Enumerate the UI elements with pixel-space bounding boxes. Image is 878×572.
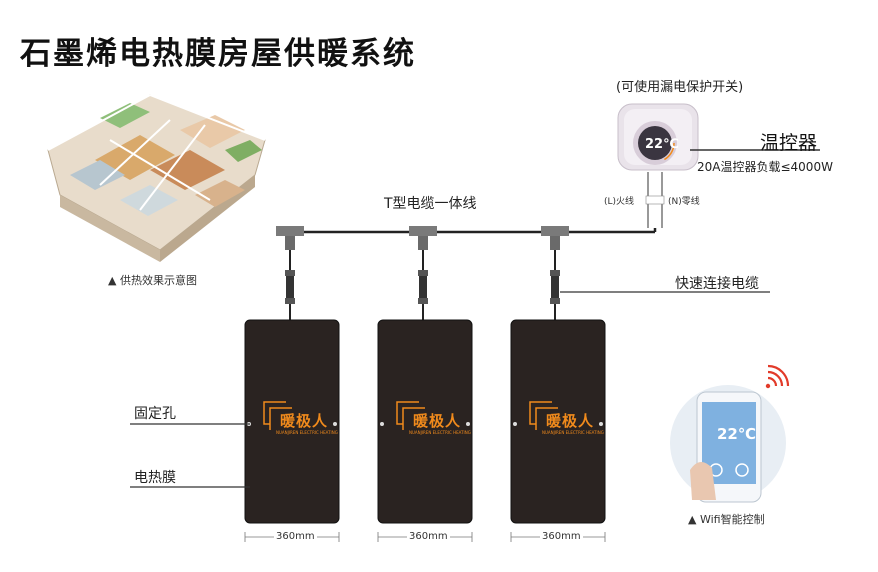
panel-brand-sub: NUANJIREN ELECTRIC HEATING: [542, 430, 604, 435]
neutral-wire-label: (N)零线: [668, 197, 700, 207]
panel-logo-1: 暖极人 NUANJIREN ELECTRIC HEATING: [266, 402, 338, 442]
drop-cables: [285, 250, 560, 320]
heating-panels: [244, 319, 606, 524]
house-illustration: [47, 94, 266, 262]
t-cable-label: T型电缆一体线: [384, 196, 477, 212]
panel-brand-sub: NUANJIREN ELECTRIC HEATING: [409, 430, 471, 435]
panel-logo-3: 暖极人 NUANJIREN ELECTRIC HEATING: [532, 402, 604, 442]
thermostat-display-temp: 22℃: [645, 137, 679, 152]
panel-width-3: 360mm: [540, 531, 583, 542]
t-connectors: [276, 226, 569, 250]
logo-frames: [263, 401, 558, 430]
fixing-hole-label: 固定孔: [134, 406, 176, 422]
thermostat-load: 20A温控器负载≤4000W: [697, 160, 833, 174]
panel-width-1: 360mm: [274, 531, 317, 542]
film-label: 电热膜: [134, 470, 176, 486]
thermostat-device: [617, 103, 699, 171]
panel-brand: 暖极人: [413, 412, 462, 430]
wifi-caption: ▲ Wifi智能控制: [688, 513, 765, 526]
panel-brand: 暖极人: [546, 412, 595, 430]
panel-width-2: 360mm: [407, 531, 450, 542]
live-wire-label: (L)火线: [604, 197, 635, 207]
house-caption: ▲ 供热效果示意图: [108, 274, 197, 287]
phone-illustration: [670, 385, 786, 503]
phone-temp: 22℃: [717, 425, 757, 443]
thermostat-label: 温控器: [760, 132, 818, 154]
panel-logo-2: 暖极人 NUANJIREN ELECTRIC HEATING: [399, 402, 471, 442]
wifi-signal-icon: [765, 364, 790, 389]
panel-brand-sub: NUANJIREN ELECTRIC HEATING: [276, 430, 338, 435]
quick-connect-label: 快速连接电缆: [675, 276, 759, 292]
thermostat-note: (可使用漏电保护开关): [616, 80, 744, 95]
page-title: 石墨烯电热膜房屋供暖系统: [20, 36, 416, 72]
panel-brand: 暖极人: [280, 412, 329, 430]
